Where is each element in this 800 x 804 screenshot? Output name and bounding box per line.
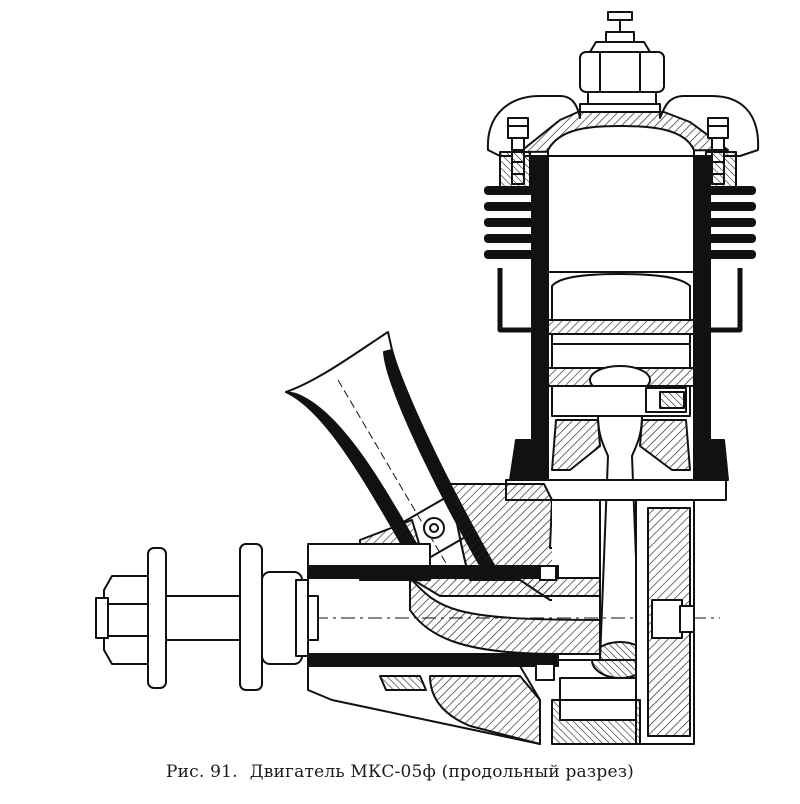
rear-cover xyxy=(551,499,695,745)
piston xyxy=(547,273,695,417)
figure-number: Рис. 91. xyxy=(165,762,238,782)
connecting-rod xyxy=(551,415,691,679)
crankshaft-housing xyxy=(98,543,720,745)
figure-title: Двигатель МКС-05ф (продольный разрез) xyxy=(249,762,635,782)
propeller-shaft xyxy=(95,543,319,691)
combustion-chamber xyxy=(547,155,695,273)
cylinder-liner xyxy=(531,125,711,477)
figure-caption: Рис. 91. Двигатель МКС-05ф (продольный ра… xyxy=(0,762,800,782)
glow-plug xyxy=(579,11,665,105)
